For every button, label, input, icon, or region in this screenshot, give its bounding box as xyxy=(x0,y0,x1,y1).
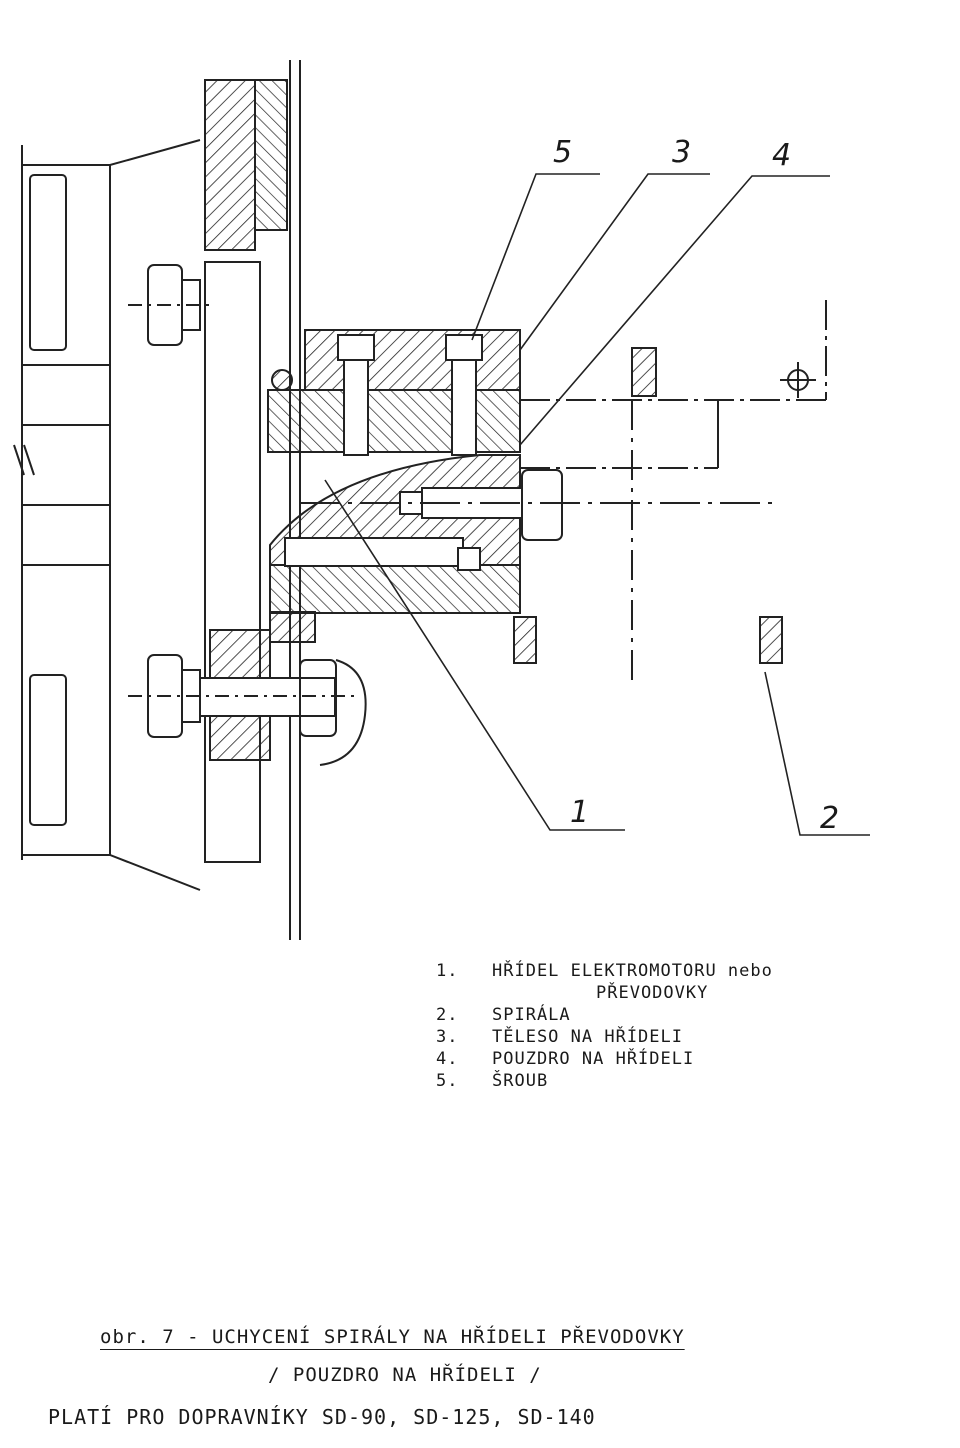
legend-number: 5. xyxy=(436,1071,459,1091)
figure-caption: obr. 7 - UCHYCENÍ SPIRÁLY NA HŘÍDELI PŘE… xyxy=(100,1326,685,1348)
applicability-note: PLATÍ PRO DOPRAVNÍKY SD-90, SD-125, SD-1… xyxy=(48,1405,596,1429)
flange xyxy=(204,60,301,940)
legend-item: 3. TĚLESO NA HŘÍDELI xyxy=(436,1026,773,1048)
legend-text: HŘÍDEL ELEKTROMOTORU nebo xyxy=(492,961,773,981)
legend-item: 5. ŠROUB xyxy=(436,1070,773,1092)
legend-number: 4. xyxy=(436,1049,459,1069)
legend-text: ŠROUB xyxy=(492,1071,549,1091)
legend-item: 1. HŘÍDEL ELEKTROMOTORU nebo xyxy=(436,960,773,982)
callout-3: 3 xyxy=(672,135,691,170)
leader-lines xyxy=(324,173,870,836)
shaft-hub-assembly xyxy=(267,329,521,643)
legend-text: SPIRÁLA xyxy=(492,1005,571,1025)
legend-text: POUZDRO NA HŘÍDELI xyxy=(492,1049,695,1069)
legend-item: 2. SPIRÁLA xyxy=(436,1004,773,1026)
technical-drawing: 5 3 4 1 2 xyxy=(13,60,870,940)
callout-4: 4 xyxy=(772,138,791,173)
legend-item: 4. POUZDRO NA HŘÍDELI xyxy=(436,1048,773,1070)
callout-1: 1 xyxy=(570,795,589,830)
legend-number: 3. xyxy=(436,1027,459,1047)
callout-labels: 5 3 4 1 2 xyxy=(553,135,839,836)
callout-2: 2 xyxy=(820,801,839,836)
motor-housing xyxy=(13,139,201,891)
legend-number: 2. xyxy=(436,1005,459,1025)
figure-subcaption: / POUZDRO NA HŘÍDELI / xyxy=(268,1364,542,1386)
legend-text: TĚLESO NA HŘÍDELI xyxy=(492,1027,683,1047)
bolt-bottom xyxy=(128,654,367,766)
bolt-top xyxy=(128,264,210,346)
spiral-section xyxy=(513,300,830,680)
callout-5: 5 xyxy=(553,135,572,170)
legend-number: 1. xyxy=(436,961,459,981)
cap-screw xyxy=(300,469,780,541)
legend-subtext: PŘEVODOVKY xyxy=(596,983,709,1003)
parts-legend: 1. HŘÍDEL ELEKTROMOTORU nebo PŘEVODOVKY … xyxy=(436,960,773,1092)
